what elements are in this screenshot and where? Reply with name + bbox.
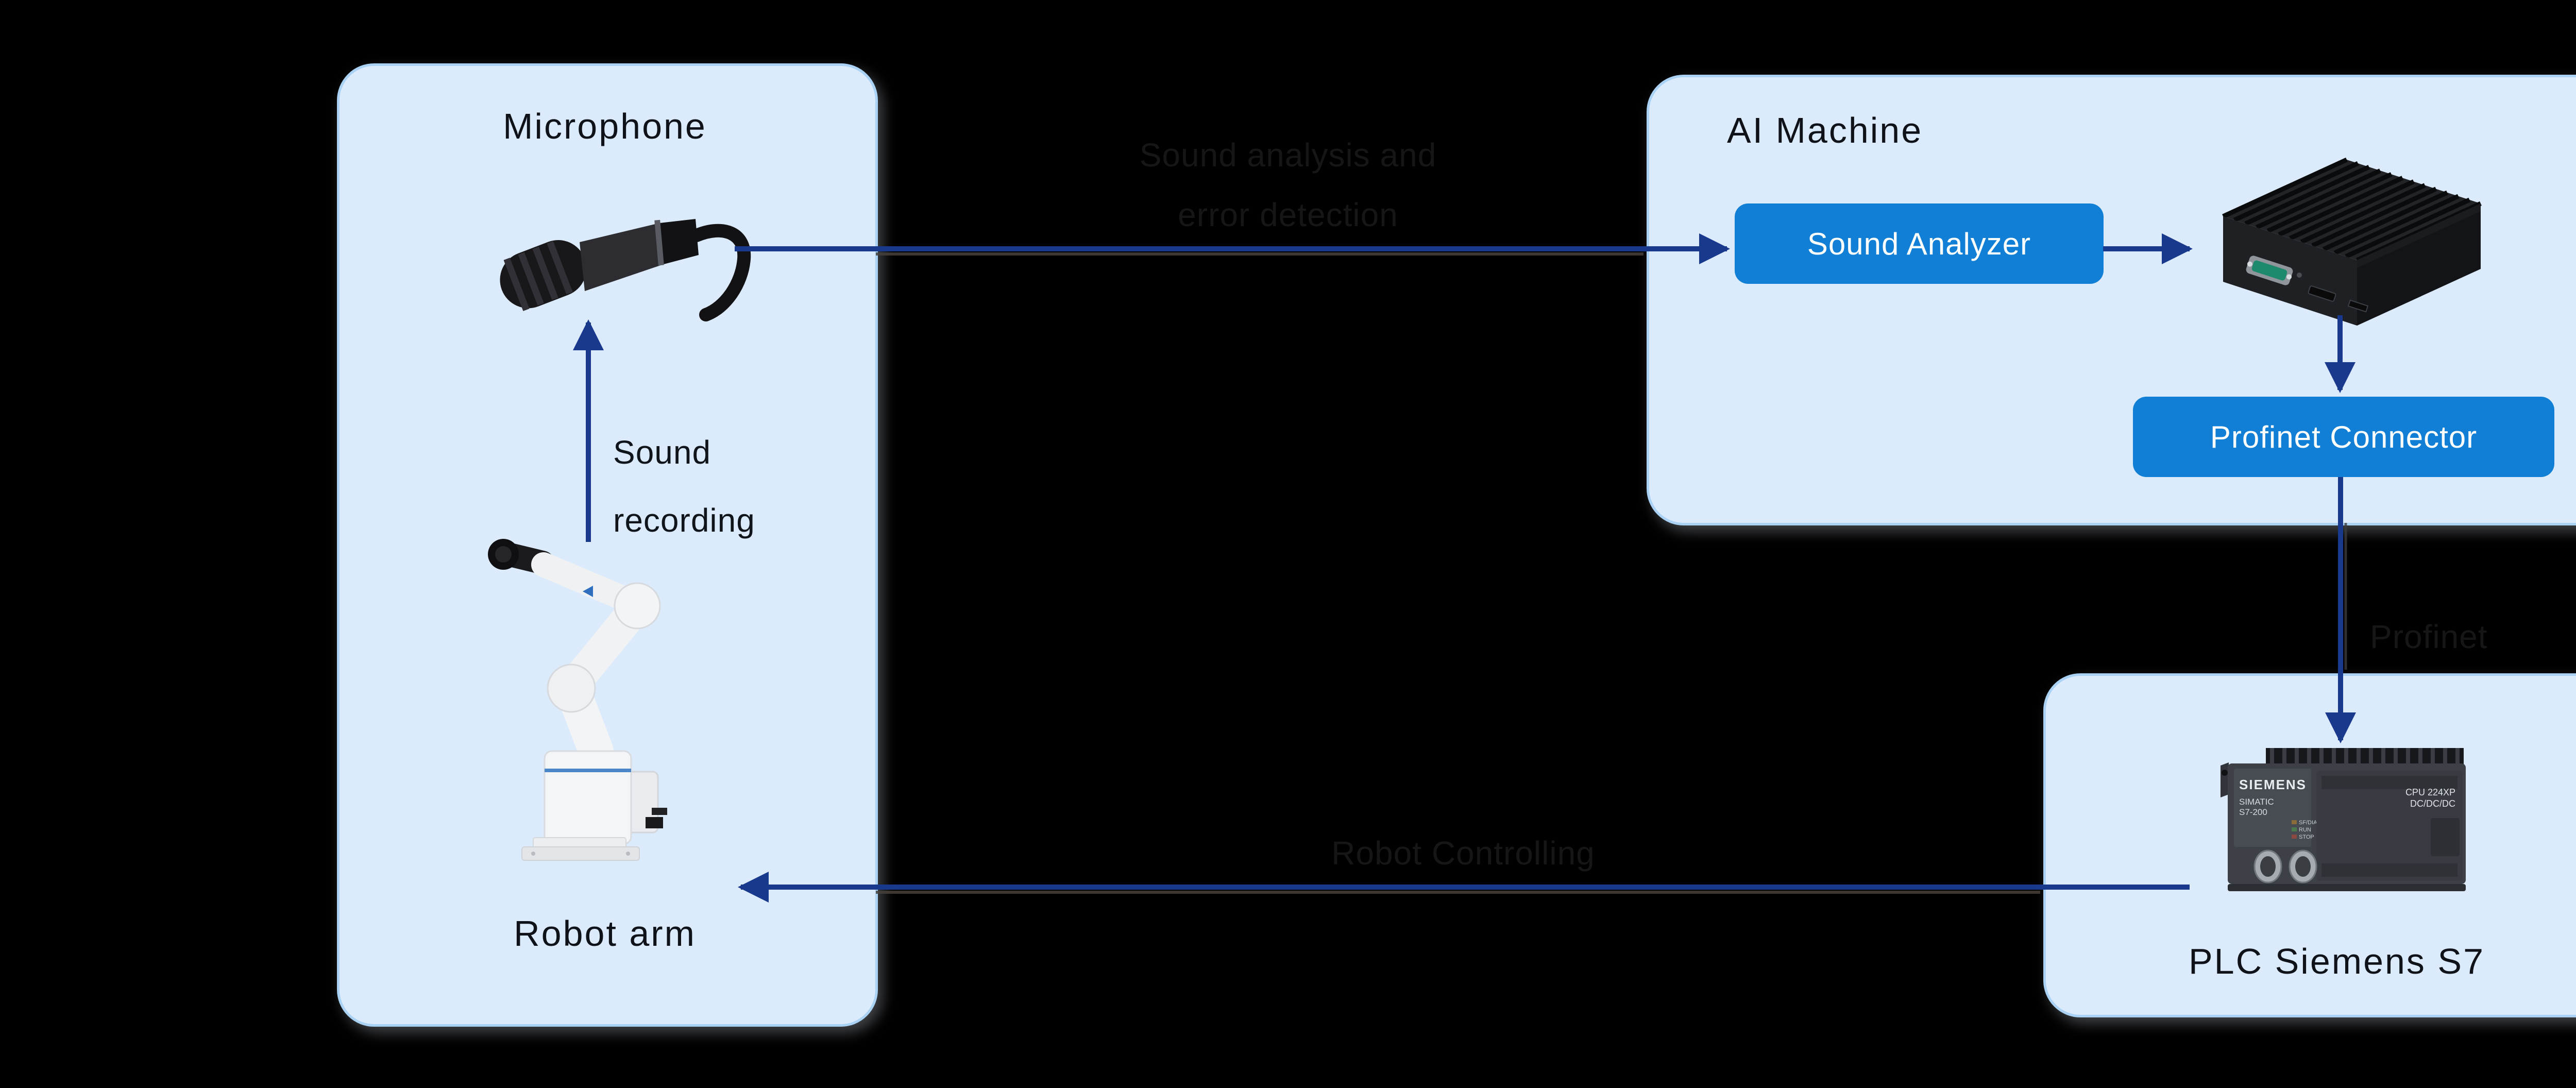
- plc-cpu-text: CPU 224XP: [2405, 787, 2455, 797]
- ai-computer-icon: [2222, 157, 2482, 326]
- sound-analysis-flow-label: Sound analysis and error detection: [1082, 125, 1494, 245]
- microphone-icon: [500, 219, 751, 321]
- sound-analysis-flow-label-line2: error detection: [1178, 196, 1398, 233]
- robot-arm-icon: [488, 539, 667, 861]
- ai-machine-title: AI Machine: [1727, 110, 1923, 150]
- plc-led2-text: RUN: [2299, 827, 2311, 833]
- sound-recording-flow-label: Sound recording: [613, 418, 755, 554]
- profinet-flow-label: Profinet: [2370, 618, 2488, 655]
- plc-brand-text: SIEMENS: [2239, 777, 2307, 792]
- plc-label: PLC Siemens S7: [2188, 941, 2485, 981]
- robot-controlling-flow-label: Robot Controlling: [1331, 835, 1595, 872]
- plc-power-text: DC/DC/DC: [2410, 798, 2455, 809]
- microphone-label: Microphone: [503, 106, 707, 146]
- robot-arm-label: Robot arm: [514, 913, 696, 954]
- plc-series-text: S7-200: [2239, 807, 2267, 817]
- plc-icon: SIEMENS SIMATIC S7-200 SF/DIA RUN STOP C…: [2221, 748, 2466, 891]
- sound-analyzer-node-label: Sound Analyzer: [1807, 226, 2031, 261]
- plc-led1-text: SF/DIA: [2299, 820, 2317, 826]
- robot-station-box: [337, 63, 878, 1027]
- plc-led3-text: STOP: [2299, 834, 2314, 840]
- sound-recording-flow-label-line1: Sound: [613, 434, 711, 471]
- sound-analysis-flow-label-line1: Sound analysis and: [1139, 137, 1437, 174]
- sound-analyzer-node: Sound Analyzer: [1735, 203, 2104, 284]
- plc-simatic-text: SIMATIC: [2239, 797, 2274, 807]
- profinet-connector-node: Profinet Connector: [2133, 397, 2554, 477]
- profinet-connector-node-label: Profinet Connector: [2210, 419, 2478, 454]
- sound-recording-flow-label-line2: recording: [613, 502, 755, 539]
